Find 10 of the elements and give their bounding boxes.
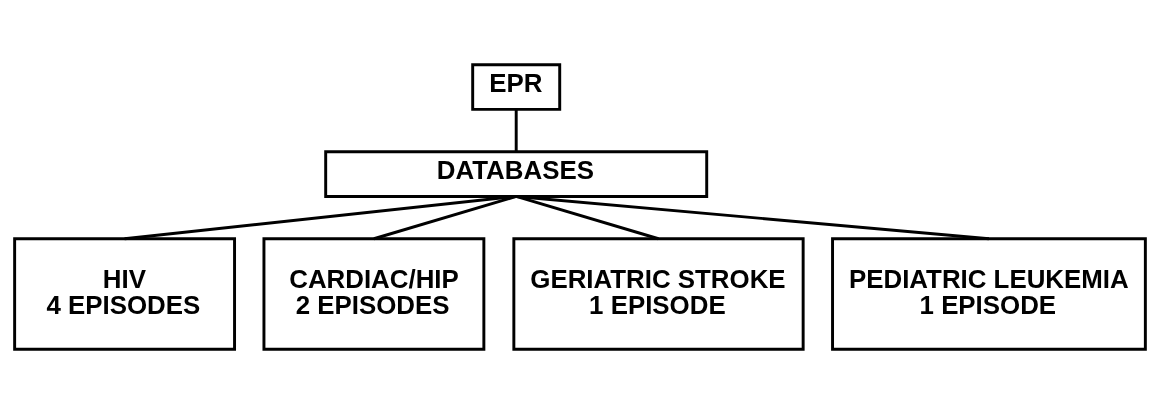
node-box: GERIATRIC STROKE 1 EPISODE [512, 236, 805, 351]
connector [516, 194, 990, 240]
connector [124, 194, 517, 240]
node-box: HIV 4 EPISODES [13, 236, 236, 351]
connector [373, 194, 517, 240]
node-box: PEDIATRIC LEUKEMIA 1 EPISODE [831, 236, 1147, 351]
connector [514, 108, 518, 152]
node-box: DATABASES [324, 149, 709, 198]
node-box: CARDIAC/HIP 2 EPISODES [262, 236, 486, 351]
node-box: EPR [471, 62, 562, 111]
